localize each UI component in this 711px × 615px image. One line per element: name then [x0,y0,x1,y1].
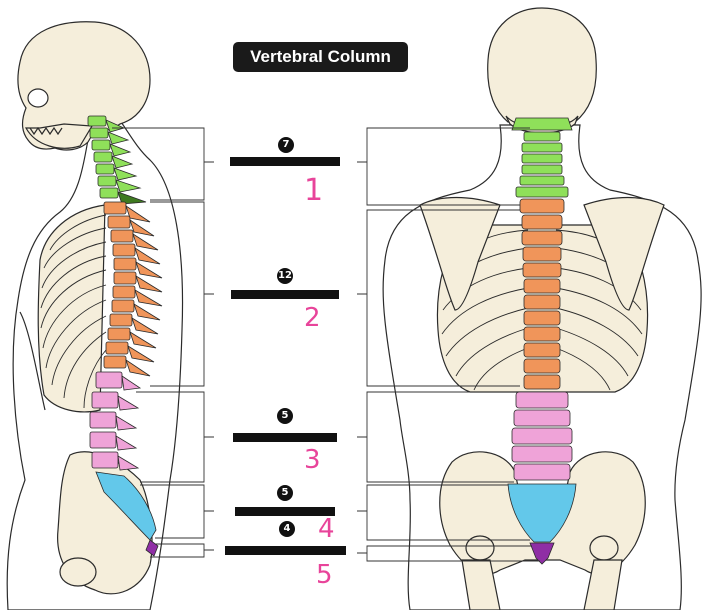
lateral-cervical [87,115,147,205]
right-bracket-coccyx [357,545,540,562]
eye-socket [27,88,49,108]
right-scapula [583,196,665,311]
left-bracket-thoracic [150,201,214,387]
teeth [29,126,63,136]
left-bracket-lumbar [136,391,214,483]
answer-bar-thoracic [231,290,339,299]
posterior-lumbar [511,391,573,481]
lateral-rib-lines [40,214,107,409]
posterior-thoracic [519,198,565,390]
posterior-skull [487,7,597,123]
lateral-lumbar [89,371,142,471]
answer-bars [225,157,346,555]
posterior-coccyx [529,542,555,565]
lateral-view-figure [6,21,184,611]
jaw [24,123,94,149]
left-bracket-sacrum [140,484,214,539]
handwritten-answer-thoracic: 2 [304,303,321,333]
count-badge-sacrum: 5 [277,485,293,501]
lateral-hip-socket [59,557,97,587]
lateral-arm [19,311,46,411]
leader-brackets [112,127,540,562]
posterior-spine [507,117,577,565]
count-badge-cervical: 7 [278,137,294,153]
count-badge-thoracic: 12 [277,268,293,284]
right-bracket-thoracic [357,209,520,387]
answer-bar-cervical [230,157,340,166]
count-badge-lumbar: 5 [277,408,293,424]
right-hip-socket [589,535,619,561]
lateral-spine [87,115,163,557]
left-scapula [419,196,501,311]
lateral-thoracic [103,201,163,377]
right-bracket-cervical [357,127,530,206]
handwritten-answer-cervical: 1 [304,173,324,208]
answer-bar-sacrum [235,507,335,516]
diagram-title: Vertebral Column [233,42,408,72]
right-bracket-sacrum [357,484,530,541]
handwritten-answer-coccyx: 5 [316,560,333,590]
handwritten-answer-sacrum: 4 [318,514,335,544]
lateral-ribs [37,204,106,413]
lateral-sacrum [95,471,157,541]
handwritten-answer-lumbar: 3 [304,445,321,475]
answer-bar-coccyx [225,546,346,555]
right-bracket-lumbar [357,391,516,483]
posterior-cervical [511,117,573,198]
left-bracket-coccyx [150,543,214,558]
count-badge-coccyx: 4 [279,521,295,537]
posterior-sacrum [507,483,577,543]
left-bracket-cervical [112,127,214,201]
answer-bar-lumbar [233,433,337,442]
